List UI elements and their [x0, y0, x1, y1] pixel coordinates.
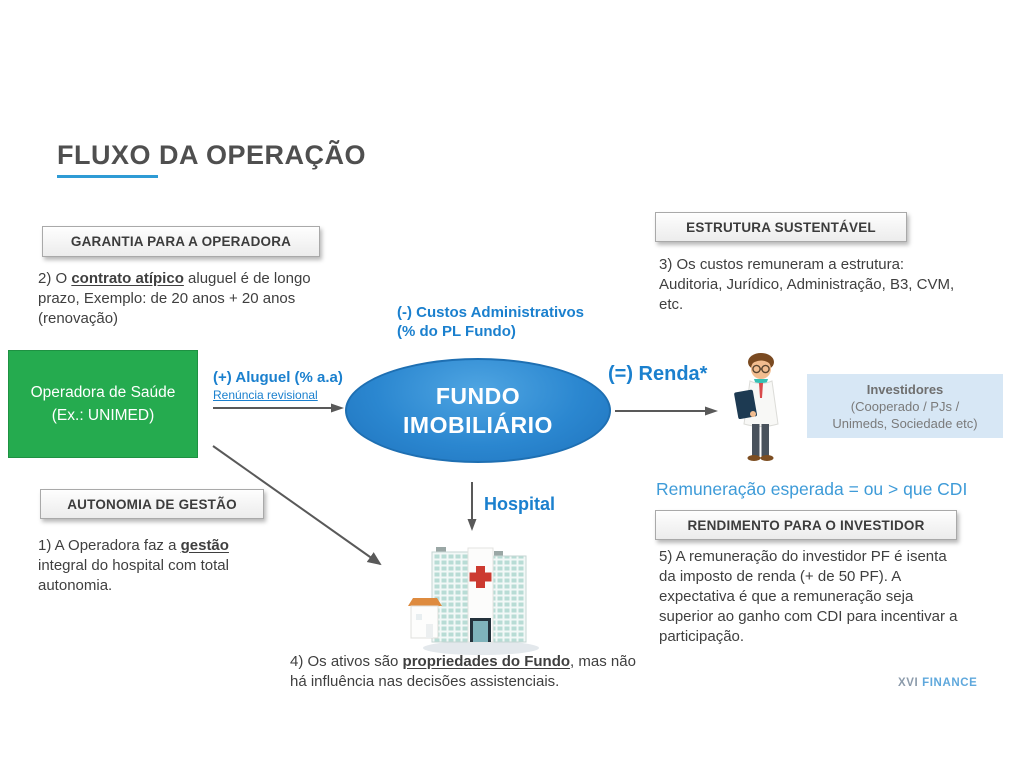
arrow-right-icon: [213, 403, 344, 413]
note-3-custos-estrutura: 3) Os custos remuneram a estrutura: Audi…: [659, 256, 955, 313]
note-2-emphasis: contrato atípico: [71, 270, 184, 287]
aluguel-label: (+) Aluguel (% a.a): [213, 369, 343, 386]
section-header-garantia: GARANTIA PARA A OPERADORA: [42, 226, 320, 257]
note-4-propriedades: 4) Os ativos são propriedades do Fundo, …: [290, 652, 690, 692]
operadora-box: Operadora de Saúde (Ex.: UNIMED): [8, 350, 198, 458]
hospital-building-icon: [408, 547, 539, 655]
custos-administrativos-label: (-) Custos Administrativos (% do PL Fund…: [397, 304, 584, 340]
hospital-label: Hospital: [484, 494, 556, 514]
arrow-down-icon: [467, 482, 477, 531]
renuncia-revisional-label: Renúncia revisional: [213, 388, 318, 402]
arrow-right-icon: [615, 406, 718, 416]
footer-brand-prefix: XVI: [898, 677, 919, 689]
section-header-rendimento: RENDIMENTO PARA O INVESTIDOR: [655, 510, 957, 540]
note-2-pre: 2) O: [38, 270, 72, 287]
arrow-diagonal-icon: [212, 445, 382, 566]
remuneracao-esperada-label: Remuneração esperada = ou > que CDI: [656, 479, 968, 499]
note-4-post: , mas não há influência nas decisões ass…: [290, 653, 636, 690]
investidores-box: Investidores (Cooperado / PJs / Unimeds,…: [807, 374, 1003, 438]
note-1-gestao: 1) A Operadora faz a gestão integral do …: [38, 536, 298, 596]
section-header-autonomia: AUTONOMIA DE GESTÃO: [40, 489, 264, 519]
section-header-rendimento-label: RENDIMENTO PARA O INVESTIDOR: [687, 517, 925, 533]
title-underline: [57, 175, 158, 178]
section-header-garantia-label: GARANTIA PARA A OPERADORA: [70, 234, 292, 249]
renda-label: (=) Renda*: [608, 363, 708, 385]
note-5-remuneracao: 5) A remuneração do investidor PF é isen…: [659, 548, 958, 645]
note-4-emphasis: propriedades do Fundo: [402, 653, 571, 670]
doctor-icon: [734, 353, 779, 461]
note-4-pre: 4) Os ativos são: [290, 653, 403, 670]
fundo-imobiliario-ellipse: FUNDO IMOBILIÁRIO: [345, 358, 611, 463]
section-header-estrutura: ESTRUTURA SUSTENTÁVEL: [655, 212, 907, 242]
note-1-pre: 1) A Operadora faz a: [38, 537, 181, 554]
section-header-estrutura-label: ESTRUTURA SUSTENTÁVEL: [686, 219, 876, 235]
section-header-autonomia-label: AUTONOMIA DE GESTÃO: [67, 496, 237, 512]
note-2-post: aluguel é de longo prazo, Exemplo: de 20…: [38, 270, 311, 327]
investidores-title: Investidores: [866, 381, 944, 397]
note-2-contrato-atipico: 2) O contrato atípico aluguel é de longo…: [38, 269, 353, 329]
page-title: FLUXO DA OPERAÇÃO: [57, 140, 367, 170]
footer-brand-suffix: FINANCE: [922, 677, 978, 689]
note-1-emphasis: gestão: [180, 537, 229, 554]
investidores-subtitle: (Cooperado / PJs / Unimeds, Sociedade et…: [832, 398, 978, 431]
note-1-post: integral do hospital com total autonomia…: [38, 557, 229, 594]
footer-brand: XVI FINANCE: [898, 677, 977, 689]
